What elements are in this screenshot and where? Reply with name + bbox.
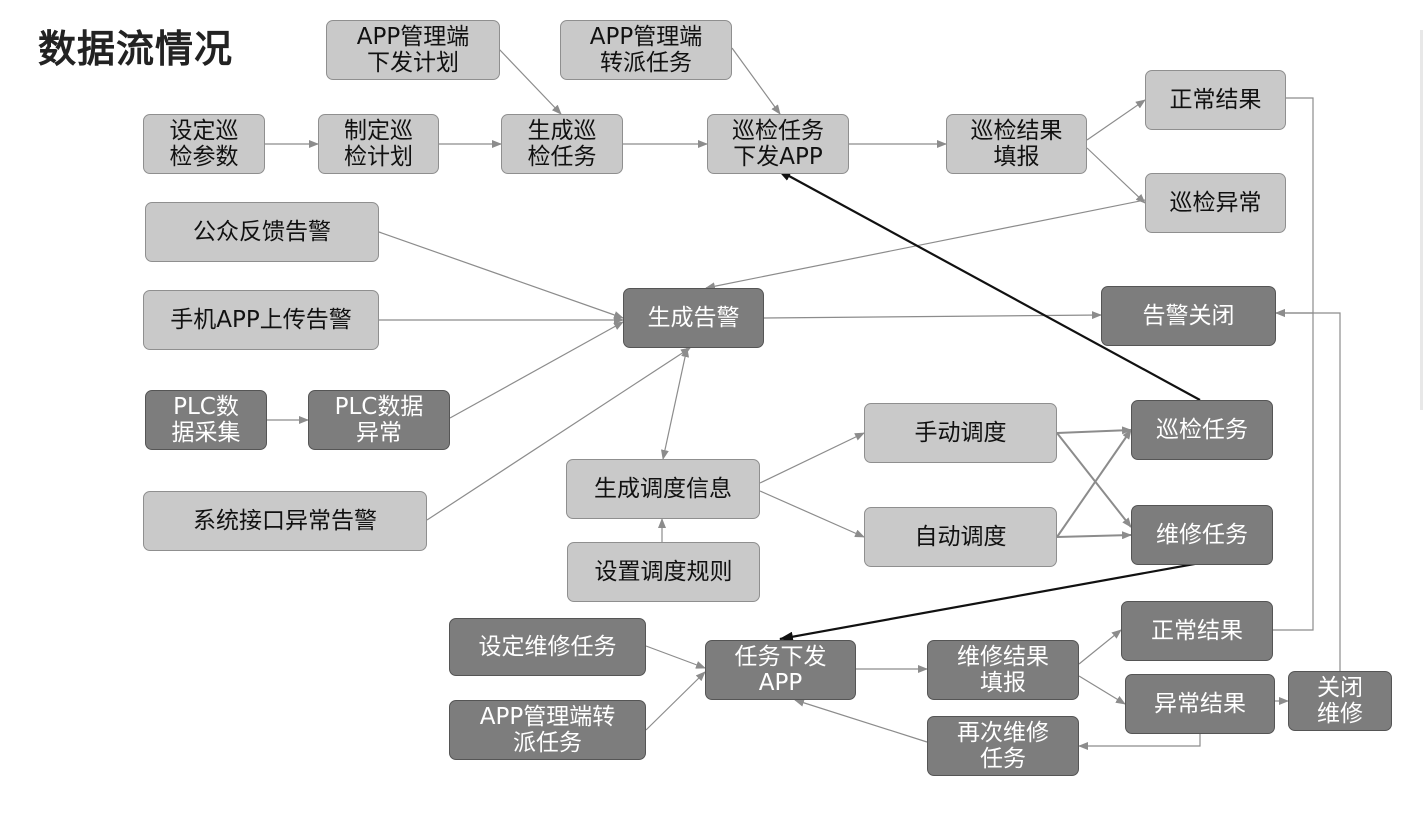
node-set-repair: 设定维修任务: [449, 618, 646, 676]
node-set-rules: 设置调度规则: [567, 542, 760, 602]
edge-close-repair-to-alarm-close: [1275, 309, 1341, 671]
edge-gen-dispatch-to-auto-dispatch: [759, 490, 865, 538]
node-alarm-close: 告警关闭: [1101, 286, 1276, 346]
node-mobile-upload: 手机APP上传告警: [143, 290, 379, 350]
node-app-transfer-repair: APP管理端转 派任务: [449, 700, 646, 760]
edge-manual-dispatch-to-patrol-task: [1056, 426, 1132, 435]
node-auto-dispatch: 自动调度: [864, 507, 1057, 567]
node-repair-fill: 维修结果 填报: [927, 640, 1079, 700]
edge-app-transfer-repair-to-task-issue-app: [645, 671, 706, 731]
node-app-issue-plan: APP管理端 下发计划: [326, 20, 500, 80]
edge-auto-dispatch-to-repair-task: [1056, 531, 1132, 540]
node-plc-collect: PLC数 据采集: [145, 390, 267, 450]
edge-gen-dispatch-to-manual-dispatch: [759, 432, 865, 484]
right-edge-divider: [1420, 30, 1423, 410]
edge-repair-fill-to-abnormal-result: [1078, 675, 1126, 705]
page-title: 数据流情况: [38, 27, 234, 71]
edge-sys-interface-to-gen-alarm: [426, 347, 691, 521]
node-plc-abnormal: PLC数据 异常: [308, 390, 450, 450]
edge-patrol-abnormal-to-gen-alarm: [705, 199, 1146, 291]
edge-normal-result-bottom-to-alarm-close: [1273, 313, 1314, 631]
edge-app-transfer-patrol-to-patrol-issue-app: [731, 47, 781, 115]
edge-abnormal-result-to-repair-again: [1078, 734, 1201, 750]
edge-repair-task-to-task-issue-app: [779, 561, 1201, 642]
edge-auto-dispatch-to-patrol-task: [1056, 429, 1132, 538]
node-patrol-fill: 巡检结果 填报: [946, 114, 1087, 174]
node-app-transfer-patrol: APP管理端 转派任务: [560, 20, 732, 80]
node-normal-result-bottom: 正常结果: [1121, 601, 1273, 661]
node-make-plan: 制定巡 检计划: [318, 114, 439, 174]
node-set-params: 设定巡 检参数: [143, 114, 265, 174]
edge-set-repair-to-task-issue-app: [645, 645, 706, 669]
node-patrol-abnormal: 巡检异常: [1145, 173, 1286, 233]
edge-patrol-fill-to-patrol-abnormal: [1086, 147, 1146, 204]
edge-repair-again-to-task-issue-app: [794, 698, 928, 743]
edge-app-issue-plan-to-gen-patrol: [497, 47, 562, 115]
node-manual-dispatch: 手动调度: [864, 403, 1057, 463]
node-gen-patrol: 生成巡 检任务: [501, 114, 623, 174]
edge-gen-alarm-to-gen-dispatch: [660, 347, 690, 460]
edge-public-feedback-to-gen-alarm: [378, 231, 624, 319]
node-normal-result-top: 正常结果: [1145, 70, 1286, 130]
node-patrol-task: 巡检任务: [1131, 400, 1273, 460]
edge-repair-fill-to-normal-result-bottom: [1078, 629, 1122, 665]
node-gen-dispatch: 生成调度信息: [566, 459, 760, 519]
node-close-repair: 关闭 维修: [1288, 671, 1392, 731]
node-sys-interface: 系统接口异常告警: [143, 491, 427, 551]
edge-plc-abnormal-to-gen-alarm: [449, 321, 624, 419]
node-abnormal-result: 异常结果: [1125, 674, 1275, 734]
edge-patrol-task-to-patrol-issue-app: [777, 169, 1201, 401]
edge-manual-dispatch-to-repair-task: [1056, 432, 1132, 528]
node-gen-alarm: 生成告警: [623, 288, 764, 348]
node-task-issue-app: 任务下发 APP: [705, 640, 856, 700]
edge-patrol-fill-to-normal-result-top: [1086, 99, 1146, 141]
node-patrol-issue-app: 巡检任务 下发APP: [707, 114, 849, 174]
node-repair-again: 再次维修 任务: [927, 716, 1079, 776]
node-repair-task: 维修任务: [1131, 505, 1273, 565]
node-public-feedback: 公众反馈告警: [145, 202, 379, 262]
